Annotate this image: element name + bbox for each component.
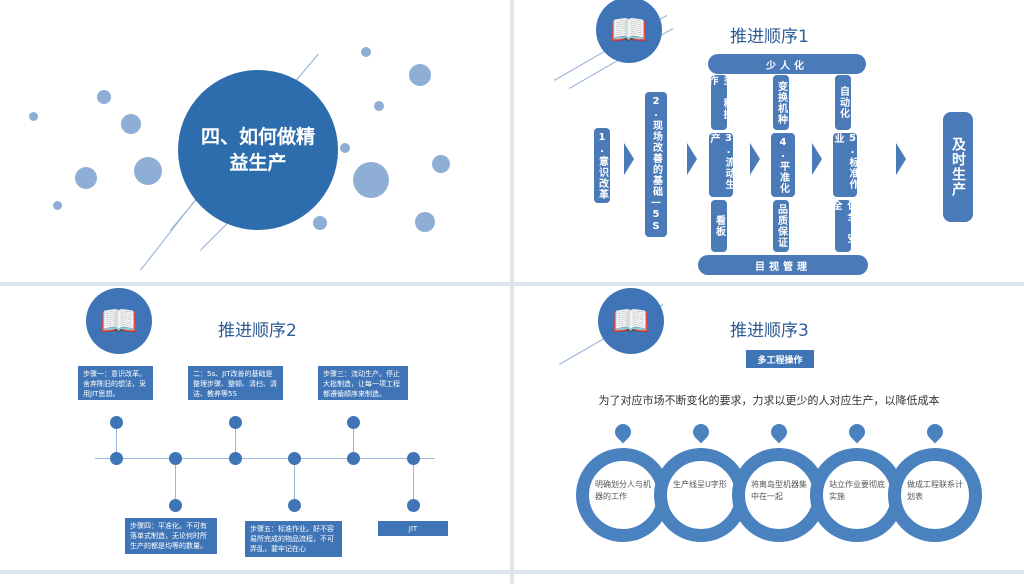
col2-bottom: 品质保证 <box>773 200 789 252</box>
ring-label: 生产线呈U字形 <box>673 480 727 489</box>
pin-icon <box>845 420 869 444</box>
timeline-dot <box>229 416 242 429</box>
decor-dot <box>134 157 162 185</box>
arrow-icon <box>750 143 760 175</box>
title-circle: 四、如何做精益生产 <box>178 70 338 230</box>
col1-bottom: 看板 <box>711 200 727 252</box>
decor-dot <box>53 201 62 210</box>
col3-top: 自动化 <box>835 75 851 130</box>
col3-mid: 5.标准作业 <box>832 133 858 197</box>
decor-dot <box>409 64 431 86</box>
timeline-connector <box>353 422 354 458</box>
col1-mid: 3.流动生产 <box>708 133 734 197</box>
subtitle: 为了对应市场不断变化的要求，力求以更少的人对应生产，以降低成本 <box>598 394 940 407</box>
step-box: 步骤一：意识改革。舍弃陈旧的想法，采用JIT思想。 <box>78 366 153 400</box>
step-box: 步骤三：流动生产。停止大批制造，让每一项工程都遵循顺序来制造。 <box>318 366 408 400</box>
top-bar: 少人化 <box>708 54 866 74</box>
ring-label: 将离岛型机器集中在一起 <box>751 480 807 501</box>
slide-title: 推进顺序1 <box>730 27 809 47</box>
slide-thumbnail-3[interactable]: 📖 推进顺序2 步骤一：意识改革。舍弃陈旧的想法，采用JIT思想。 二：5s、J… <box>0 286 510 570</box>
timeline-connector <box>294 458 295 505</box>
decor-dot <box>75 167 97 189</box>
col2-top: 变换机种 <box>773 75 789 130</box>
section-title: 四、如何做精益生产 <box>200 126 315 174</box>
step-box: 二：5s、JIT改善的基础是整理步骤、整顿、清扫、清洁、教养等5S <box>188 366 283 400</box>
arrow-icon <box>624 143 634 175</box>
step-box: 步骤四：平准化。不可有落单式制造，无论何时所生产的都是均等的数量。 <box>125 518 217 554</box>
step-1: 1.意识改革 <box>594 128 610 203</box>
col2-mid: 4.平准化 <box>771 133 795 197</box>
arrow-icon <box>812 143 822 175</box>
decor-dot <box>432 155 450 173</box>
decor-dot <box>353 162 389 198</box>
decor-dot <box>374 101 384 111</box>
pin-icon <box>611 420 635 444</box>
step-box: JIT <box>378 521 448 536</box>
decor-dot <box>340 143 350 153</box>
pin-icon <box>689 420 713 444</box>
pin-icon <box>767 420 791 444</box>
decor-dot <box>415 212 435 232</box>
timeline-connector <box>116 422 117 458</box>
timeline-dot <box>110 416 123 429</box>
slide-thumbnail-1[interactable]: 四、如何做精益生产 <box>0 0 510 282</box>
book-icon: 📖 <box>86 288 152 354</box>
decor-dot <box>313 216 327 230</box>
result-box: 及时生产 <box>943 112 973 222</box>
bottom-bar: 目视管理 <box>698 255 868 275</box>
timeline-connector <box>175 458 176 505</box>
timeline-dot <box>347 452 360 465</box>
timeline-dot <box>169 499 182 512</box>
timeline-dot <box>169 452 182 465</box>
arrow-icon <box>687 143 697 175</box>
book-icon: 📖 <box>598 288 664 354</box>
slide-thumbnail-2[interactable]: 📖 推进顺序1 少人化 目视管理 1.意识改革 2.现场改善的基础—5S 多 程… <box>514 0 1024 282</box>
timeline-dot <box>110 452 123 465</box>
slide-thumbnail-5[interactable] <box>0 574 510 584</box>
badge: 多工程操作 <box>746 350 814 368</box>
decor-dot <box>29 112 38 121</box>
timeline-dot <box>407 499 420 512</box>
pin-icon <box>923 420 947 444</box>
step-box: 步骤五：标准作业。好不容易所完成的物品流程，不可弄乱，要牢记在心 <box>245 521 342 557</box>
ring-label: 站立作业要彻底实施 <box>829 480 885 501</box>
slide-title: 推进顺序3 <box>730 321 809 341</box>
timeline-dot <box>347 416 360 429</box>
decor-dot <box>361 47 371 57</box>
timeline-dot <box>407 452 420 465</box>
timeline-connector <box>413 458 414 505</box>
timeline-dot <box>229 452 242 465</box>
timeline-dot <box>288 499 301 512</box>
step-2: 2.现场改善的基础—5S <box>645 92 667 237</box>
timeline-dot <box>288 452 301 465</box>
arrow-icon <box>896 143 906 175</box>
col1-top: 多 程操作 <box>706 75 732 130</box>
timeline-axis <box>95 458 435 459</box>
slide-thumbnail-4[interactable]: 📖 推进顺序3 多工程操作 为了对应市场不断变化的要求，力求以更少的人对应生产，… <box>514 286 1024 570</box>
col3-bottom: 保全・安全 <box>830 200 856 252</box>
step-ring: 做成工程联系计划表 <box>888 448 982 542</box>
slide-thumbnail-6[interactable] <box>514 574 1024 584</box>
slide-title: 推进顺序2 <box>218 321 297 341</box>
decor-dot <box>121 114 141 134</box>
timeline-connector <box>235 422 236 458</box>
decor-dot <box>97 90 111 104</box>
ring-label: 做成工程联系计划表 <box>907 480 963 501</box>
book-icon: 📖 <box>596 0 662 63</box>
ring-label: 明确划分人与机器的工作 <box>595 480 651 501</box>
